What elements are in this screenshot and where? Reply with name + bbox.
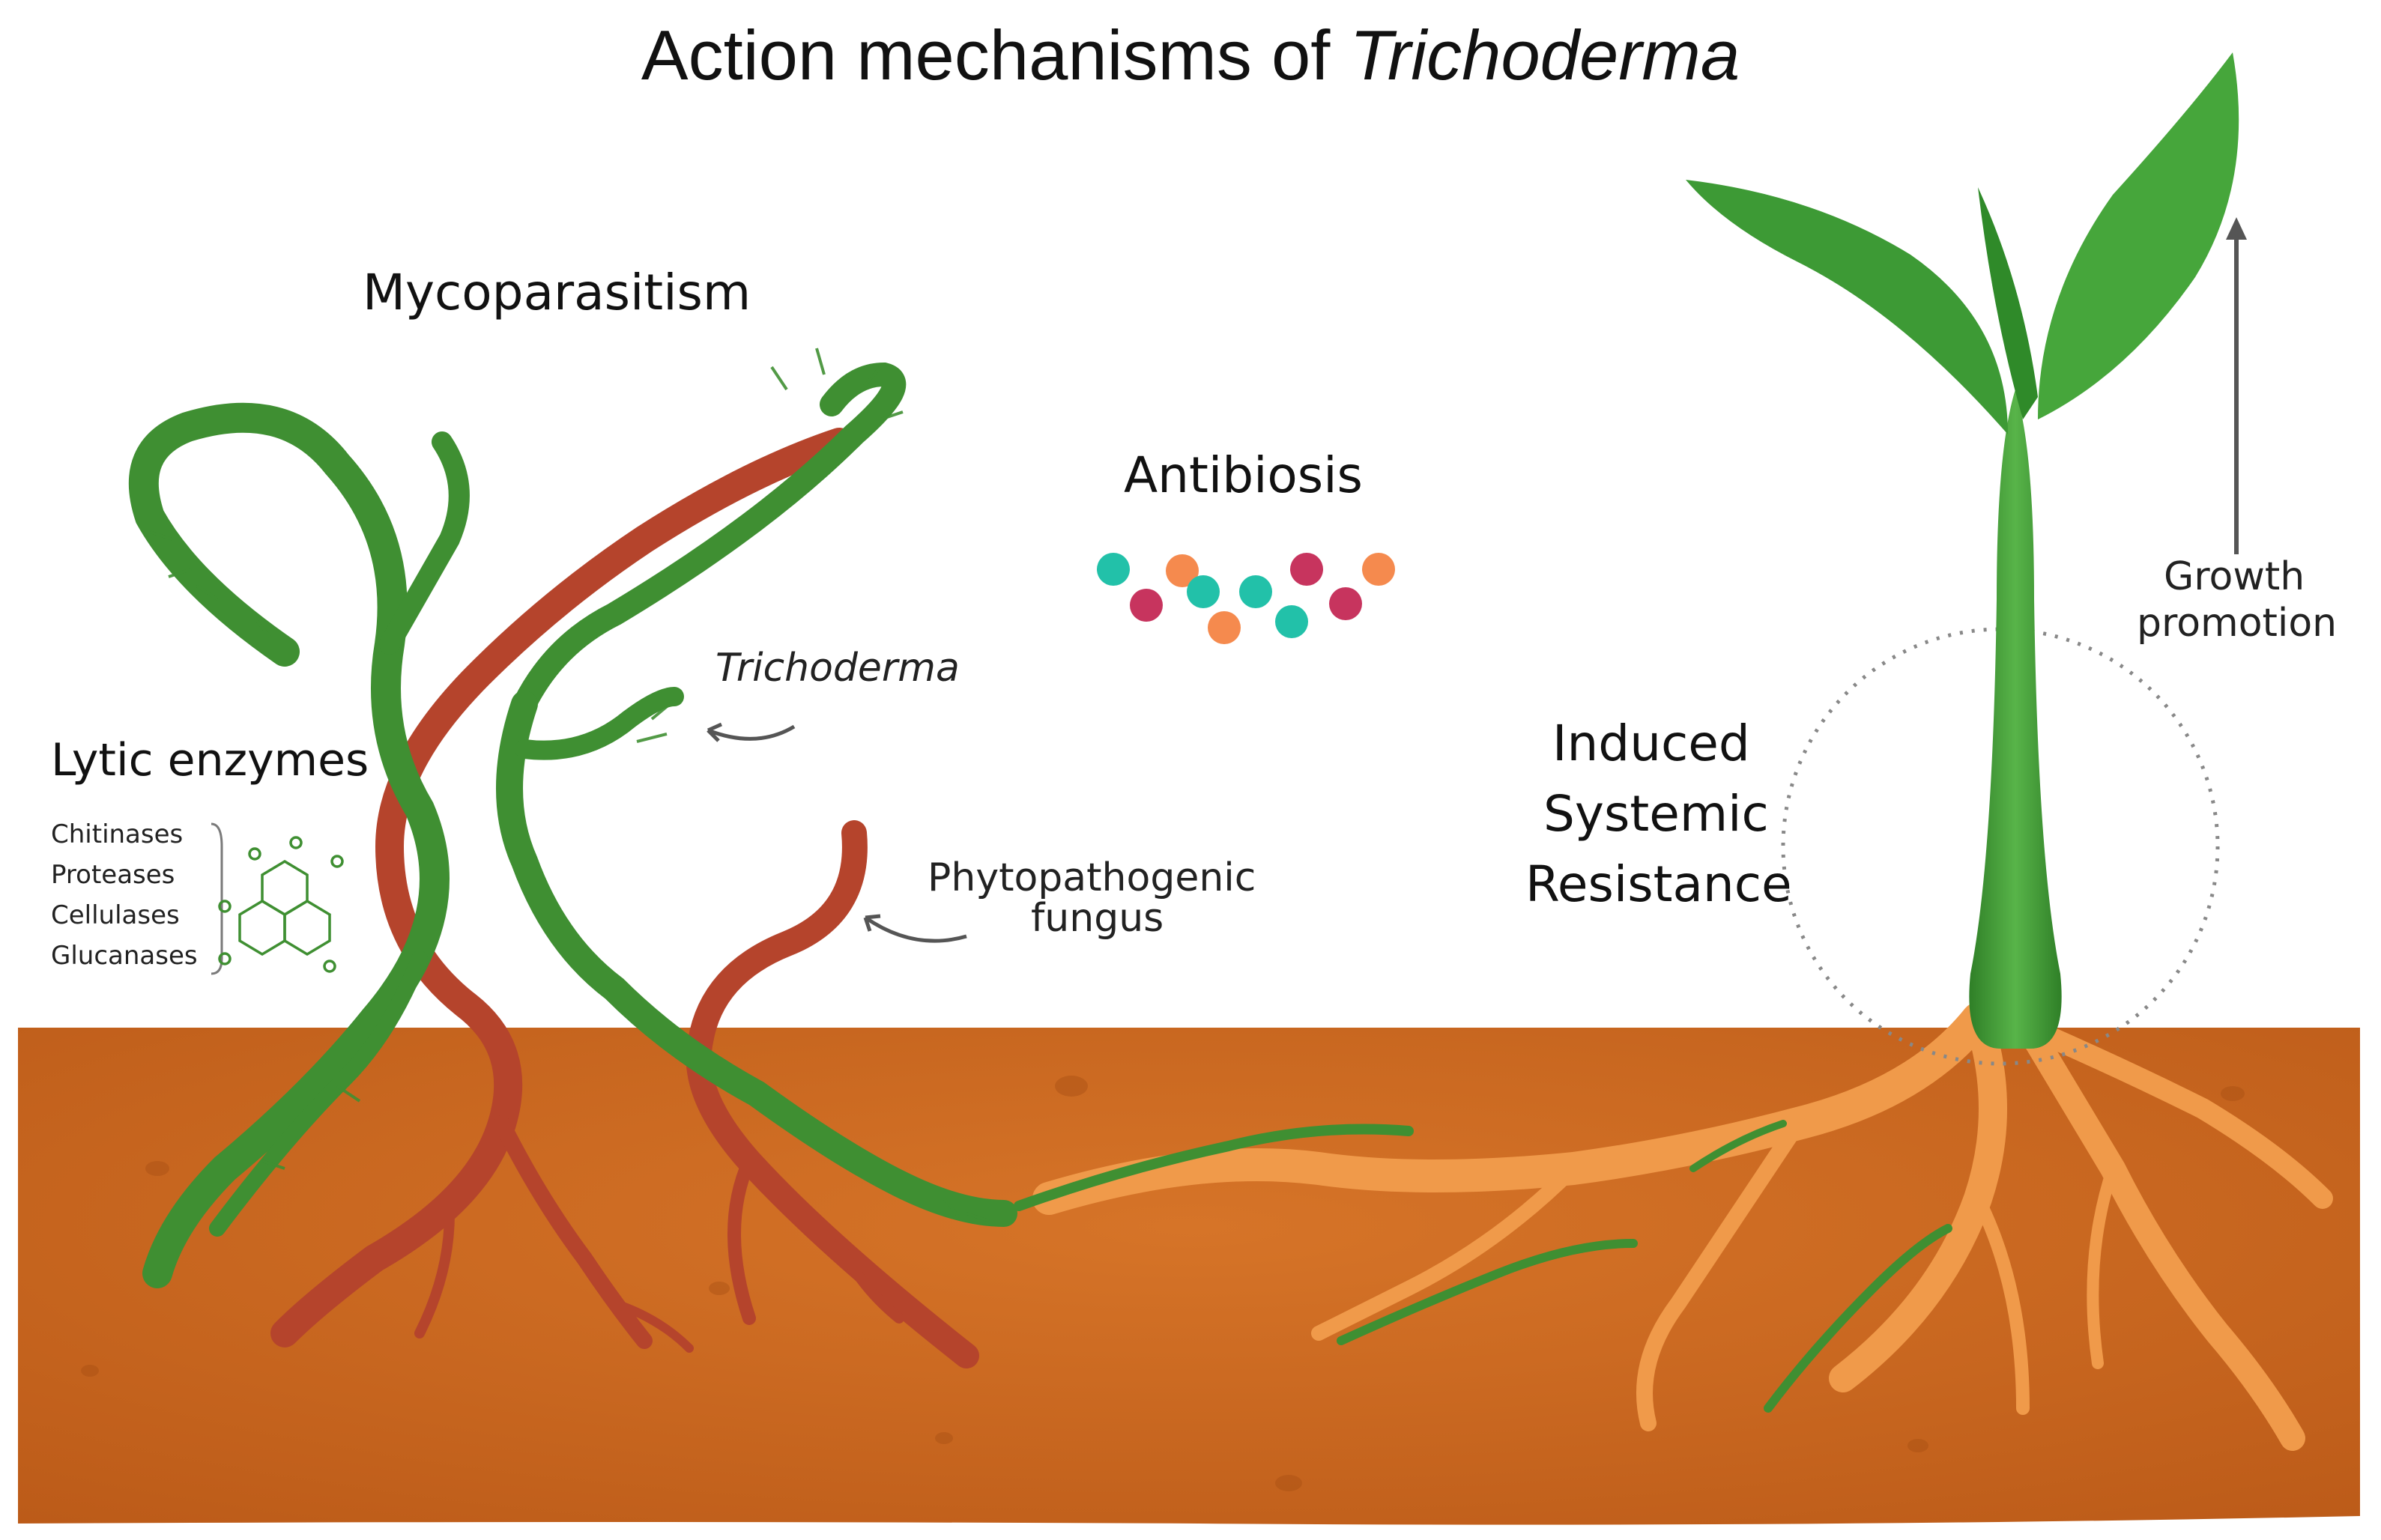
hypha-bristles bbox=[149, 348, 990, 1222]
lytic-enzyme-bracket bbox=[211, 822, 223, 975]
label-growth: Growth bbox=[2164, 554, 2305, 599]
antibiotic-particle bbox=[1208, 611, 1241, 644]
label-antibiosis: Antibiosis bbox=[1124, 446, 1363, 504]
plant-leaf-mid bbox=[1978, 187, 2038, 419]
enzyme-proteases: Proteases bbox=[51, 860, 175, 890]
antibiotic-particle bbox=[1239, 575, 1272, 608]
label-mycoparasitism: Mycoparasitism bbox=[363, 264, 751, 321]
antibiotic-particles bbox=[1097, 553, 1395, 644]
enzyme-cellulases: Cellulases bbox=[51, 900, 180, 930]
antibiotic-particle bbox=[1329, 587, 1362, 620]
antibiotic-particle bbox=[1187, 575, 1220, 608]
plant-shoot bbox=[1686, 52, 2239, 1049]
enzyme-chitinases: Chitinases bbox=[51, 819, 184, 849]
pointer-arrows bbox=[707, 722, 967, 943]
label-trichoderma: Trichoderma bbox=[715, 646, 960, 691]
plant-leaf-right bbox=[2038, 52, 2239, 419]
antibiotic-particle bbox=[1290, 553, 1323, 586]
antibiotic-particle bbox=[1166, 554, 1199, 587]
plant-roots bbox=[1032, 1002, 2333, 1451]
antibiotic-particle bbox=[1130, 589, 1163, 622]
enzyme-glucanases: Glucanases bbox=[51, 941, 198, 971]
plant-stem bbox=[1969, 389, 2062, 1049]
plant-leaf-left bbox=[1686, 180, 2008, 434]
trichoderma-hyphae bbox=[128, 362, 1017, 1288]
figure-title: Action mechanisms of Trichoderma bbox=[641, 16, 1740, 94]
label-isr-systemic: Systemic bbox=[1543, 785, 1769, 843]
label-phytopathogenic: Phytopathogenic bbox=[928, 855, 1256, 900]
antibiotic-particle bbox=[1362, 553, 1395, 586]
label-promotion: promotion bbox=[2137, 601, 2338, 646]
label-isr-induced: Induced bbox=[1552, 715, 1750, 772]
label-lytic-enzymes: Lytic enzymes bbox=[51, 734, 369, 786]
growth-arrow bbox=[2226, 217, 2247, 554]
label-isr-resistance: Resistance bbox=[1525, 855, 1792, 913]
antibiotic-particle bbox=[1097, 553, 1130, 586]
soil-specks bbox=[81, 1076, 2245, 1491]
label-fungus: fungus bbox=[1031, 896, 1164, 941]
isr-circle bbox=[1781, 627, 2220, 1066]
enzyme-molecule-icon bbox=[218, 836, 344, 973]
root-colonizing-trichoderma bbox=[1014, 1120, 1952, 1413]
antibiotic-particle bbox=[1275, 605, 1308, 638]
